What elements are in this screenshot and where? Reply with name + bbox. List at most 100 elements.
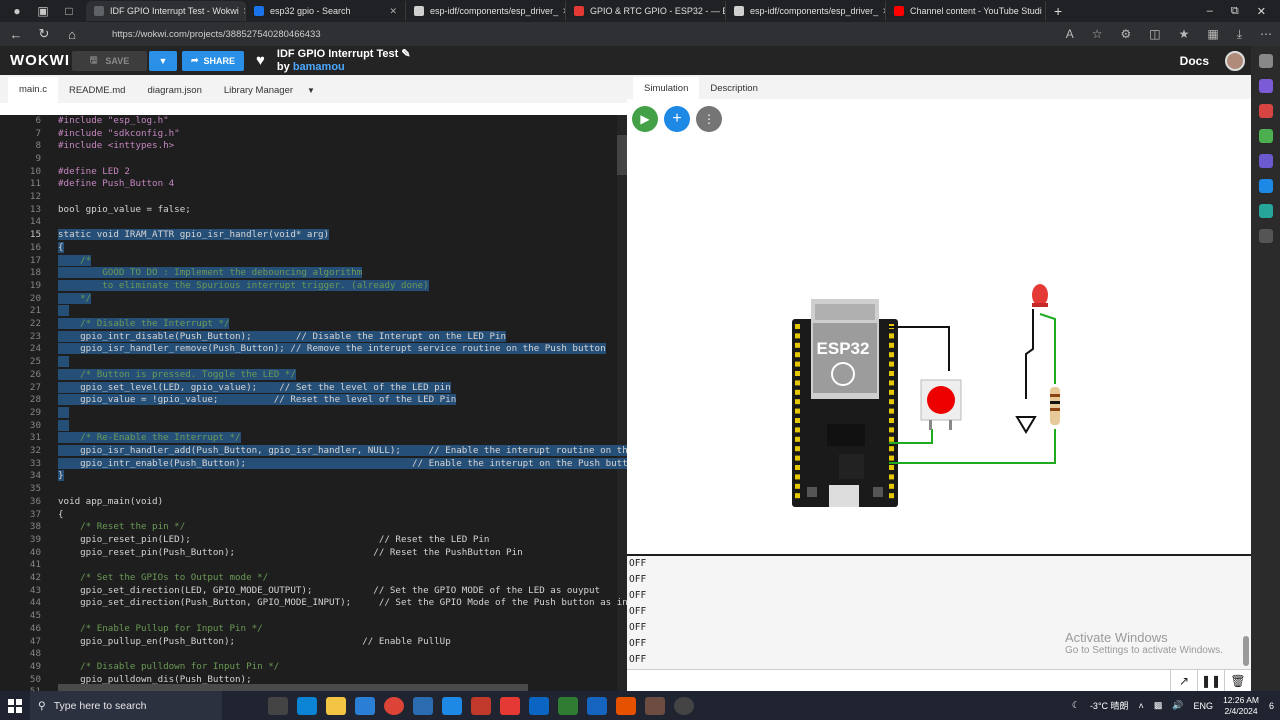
workspaces-icon[interactable]: ▣ — [37, 4, 49, 18]
docs-link[interactable]: Docs — [1179, 53, 1209, 68]
pin-header[interactable] — [795, 371, 800, 376]
tray-chevron-icon[interactable]: ˄ — [1138, 700, 1144, 711]
pin-header[interactable] — [889, 361, 894, 367]
save-button[interactable]: 🖫 SAVE — [72, 50, 147, 71]
pin-header[interactable] — [795, 380, 800, 386]
code-line[interactable]: 41 — [0, 559, 627, 572]
code-line[interactable]: 31 /* Re-Enable the Interrupt */ — [0, 432, 627, 445]
volume-icon[interactable]: 🔊 — [1172, 700, 1184, 710]
pin-header[interactable] — [795, 474, 800, 480]
more-options-button[interactable]: ⋮ — [696, 106, 722, 132]
code-line[interactable]: 37{ — [0, 508, 627, 521]
code-line[interactable]: 49 /* Disable pulldown for Input Pin */ — [0, 660, 627, 673]
restore-icon[interactable]: ⧉ — [1230, 4, 1239, 17]
app-icon-11[interactable] — [558, 696, 578, 715]
pin-header[interactable] — [795, 333, 800, 339]
code-line[interactable]: 21 — [0, 305, 627, 318]
led-wire[interactable] — [889, 429, 1056, 464]
app-icon-12[interactable] — [587, 696, 607, 715]
trash-icon[interactable]: 🗑 — [1224, 670, 1251, 692]
pin-header[interactable] — [889, 389, 894, 395]
code-line[interactable]: 6#include "esp_log.h" — [0, 115, 627, 127]
resistor[interactable] — [1050, 387, 1060, 425]
pin-header[interactable] — [795, 418, 800, 423]
new-tab-button[interactable]: + — [1054, 3, 1063, 19]
code-line[interactable]: 24 gpio_isr_handler_remove(Push_Button);… — [0, 343, 627, 356]
tab-description[interactable]: Description — [710, 82, 758, 94]
code-line[interactable]: 27 gpio_set_level(LED, gpio_value); // S… — [0, 381, 627, 394]
pin-header[interactable] — [795, 399, 800, 405]
tab-diagram-json[interactable]: diagram.json — [147, 84, 202, 96]
code-line[interactable]: 9 — [0, 152, 627, 165]
code-line[interactable]: 30 — [0, 419, 627, 432]
code-line[interactable]: 51 — [0, 686, 627, 692]
edge-icon[interactable] — [297, 696, 317, 715]
code-line[interactable]: 20 */ — [0, 292, 627, 305]
browser-tab-2[interactable]: esp-idf/components/esp_driver_✕ — [406, 1, 566, 21]
code-line[interactable]: 18 GOOD TO DO : Implement the debouncing… — [0, 266, 627, 279]
pin-header[interactable] — [795, 455, 800, 461]
share-button[interactable]: ➦ SHARE — [182, 50, 244, 71]
code-line[interactable]: 8#include <inttypes.h> — [0, 139, 627, 152]
code-line[interactable]: 40 gpio_reset_pin(Push_Button); // Reset… — [0, 546, 627, 559]
browser-tab-5[interactable]: Channel content - YouTube Studi✕ — [886, 1, 1046, 21]
code-line[interactable]: 7#include "sdkconfig.h" — [0, 127, 627, 140]
code-line[interactable]: 28 gpio_value = !gpio_value; // Reset th… — [0, 393, 627, 406]
copilot-icon[interactable] — [1258, 79, 1273, 93]
add-sidebar-icon[interactable] — [1258, 229, 1273, 243]
pin-header[interactable] — [889, 493, 894, 499]
code-line[interactable]: 32 gpio_isr_handler_add(Push_Button, gpi… — [0, 444, 627, 457]
app-icon-15[interactable] — [674, 696, 694, 715]
notification-badge[interactable]: 6 — [1268, 700, 1274, 711]
network-icon[interactable]: ▩ — [1153, 700, 1163, 710]
code-line[interactable]: 26 /* Button is pressed. Toggle the LED … — [0, 368, 627, 381]
url-field[interactable]: https://wokwi.com/projects/3885275402804… — [112, 28, 321, 40]
app-icon-13[interactable] — [616, 696, 636, 715]
editor-vertical-scrollbar[interactable] — [617, 115, 627, 692]
pin-header[interactable] — [795, 361, 800, 367]
code-line[interactable]: 42 /* Set the GPIOs to Output mode */ — [0, 571, 627, 584]
extensions-icon[interactable]: ⚙ — [1120, 26, 1132, 41]
pin-header[interactable] — [795, 446, 800, 452]
refresh-icon[interactable]: ↻ — [38, 26, 50, 41]
code-line[interactable]: 46 /* Enable Pullup for Input Pin */ — [0, 622, 627, 635]
red-led[interactable] — [1032, 284, 1048, 307]
weather-icon[interactable]: ☾ — [1071, 700, 1080, 710]
author-link[interactable]: bamamou — [292, 60, 345, 73]
pin-header[interactable] — [889, 333, 894, 339]
favorite-star-icon[interactable]: ☆ — [1091, 26, 1103, 41]
pin-header[interactable] — [795, 493, 800, 499]
weather-text[interactable]: -3°C 晴朗 — [1089, 701, 1129, 711]
code-line[interactable]: 44 gpio_set_direction(Push_Button, GPIO_… — [0, 597, 627, 610]
pin-header[interactable] — [795, 342, 800, 348]
pin-header[interactable] — [889, 380, 894, 386]
close-tab-icon[interactable]: ✕ — [389, 5, 397, 16]
code-line[interactable]: 14 — [0, 216, 627, 229]
pause-icon[interactable]: ❚❚ — [1197, 670, 1224, 692]
app-icon-14[interactable] — [645, 696, 665, 715]
pin-header[interactable] — [889, 342, 894, 348]
avatar[interactable] — [1225, 50, 1245, 71]
pin-header[interactable] — [889, 474, 894, 480]
code-line[interactable]: 48 — [0, 647, 627, 660]
favorites-icon[interactable]: ★ — [1178, 26, 1190, 41]
mail-icon[interactable] — [355, 696, 375, 715]
outlook-icon[interactable] — [1258, 179, 1273, 193]
play-button[interactable]: ▶ — [632, 106, 658, 132]
taskbar-search[interactable]: ⚲ Type here to search — [30, 691, 222, 720]
code-line[interactable]: 22 /* Disable the Interrupt */ — [0, 317, 627, 330]
pin-header[interactable] — [889, 446, 894, 452]
like-heart-icon[interactable]: ♥ — [256, 52, 265, 69]
code-line[interactable]: 17 /* — [0, 254, 627, 267]
code-line[interactable]: 16{ — [0, 241, 627, 254]
tab-readme[interactable]: README.md — [68, 84, 126, 96]
browser-tab-3[interactable]: GPIO & RTC GPIO - ESP32 - — E✕ — [566, 1, 726, 21]
language-indicator[interactable]: ENG — [1193, 700, 1214, 711]
pin-header[interactable] — [889, 371, 894, 376]
clock[interactable]: 12:26 AM 2/4/2024 — [1223, 694, 1259, 716]
code-line[interactable]: 39 gpio_reset_pin(LED); // Reset the LED… — [0, 533, 627, 546]
pin-header[interactable] — [795, 324, 800, 329]
profile-icon[interactable]: ● — [13, 4, 21, 18]
